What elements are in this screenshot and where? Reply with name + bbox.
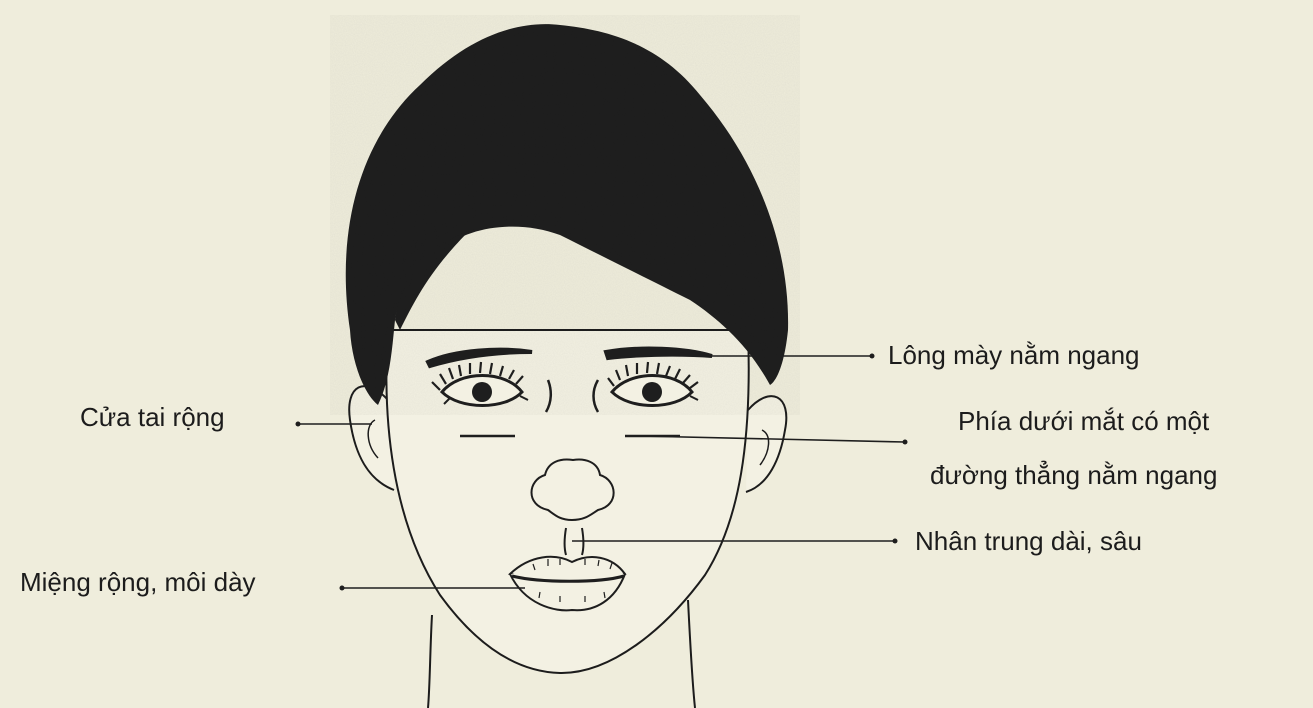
label-under-eye-line1: Phía dưới mắt có một <box>958 408 1209 434</box>
hair <box>330 15 800 415</box>
label-under-eye-line2: đường thẳng nằm ngang <box>930 462 1217 488</box>
label-eyebrow: Lông mày nằm ngang <box>888 342 1140 368</box>
label-ear: Cửa tai rộng <box>80 404 225 430</box>
philtrum-leader-dot <box>893 539 898 544</box>
mouth-leader-dot <box>340 586 345 591</box>
ear-leader-dot <box>296 422 301 427</box>
label-philtrum: Nhân trung dài, sâu <box>915 528 1142 554</box>
label-mouth: Miệng rộng, môi dày <box>20 569 256 595</box>
under-eye-leader-dot <box>903 440 908 445</box>
eyebrow-leader-dot <box>870 354 875 359</box>
